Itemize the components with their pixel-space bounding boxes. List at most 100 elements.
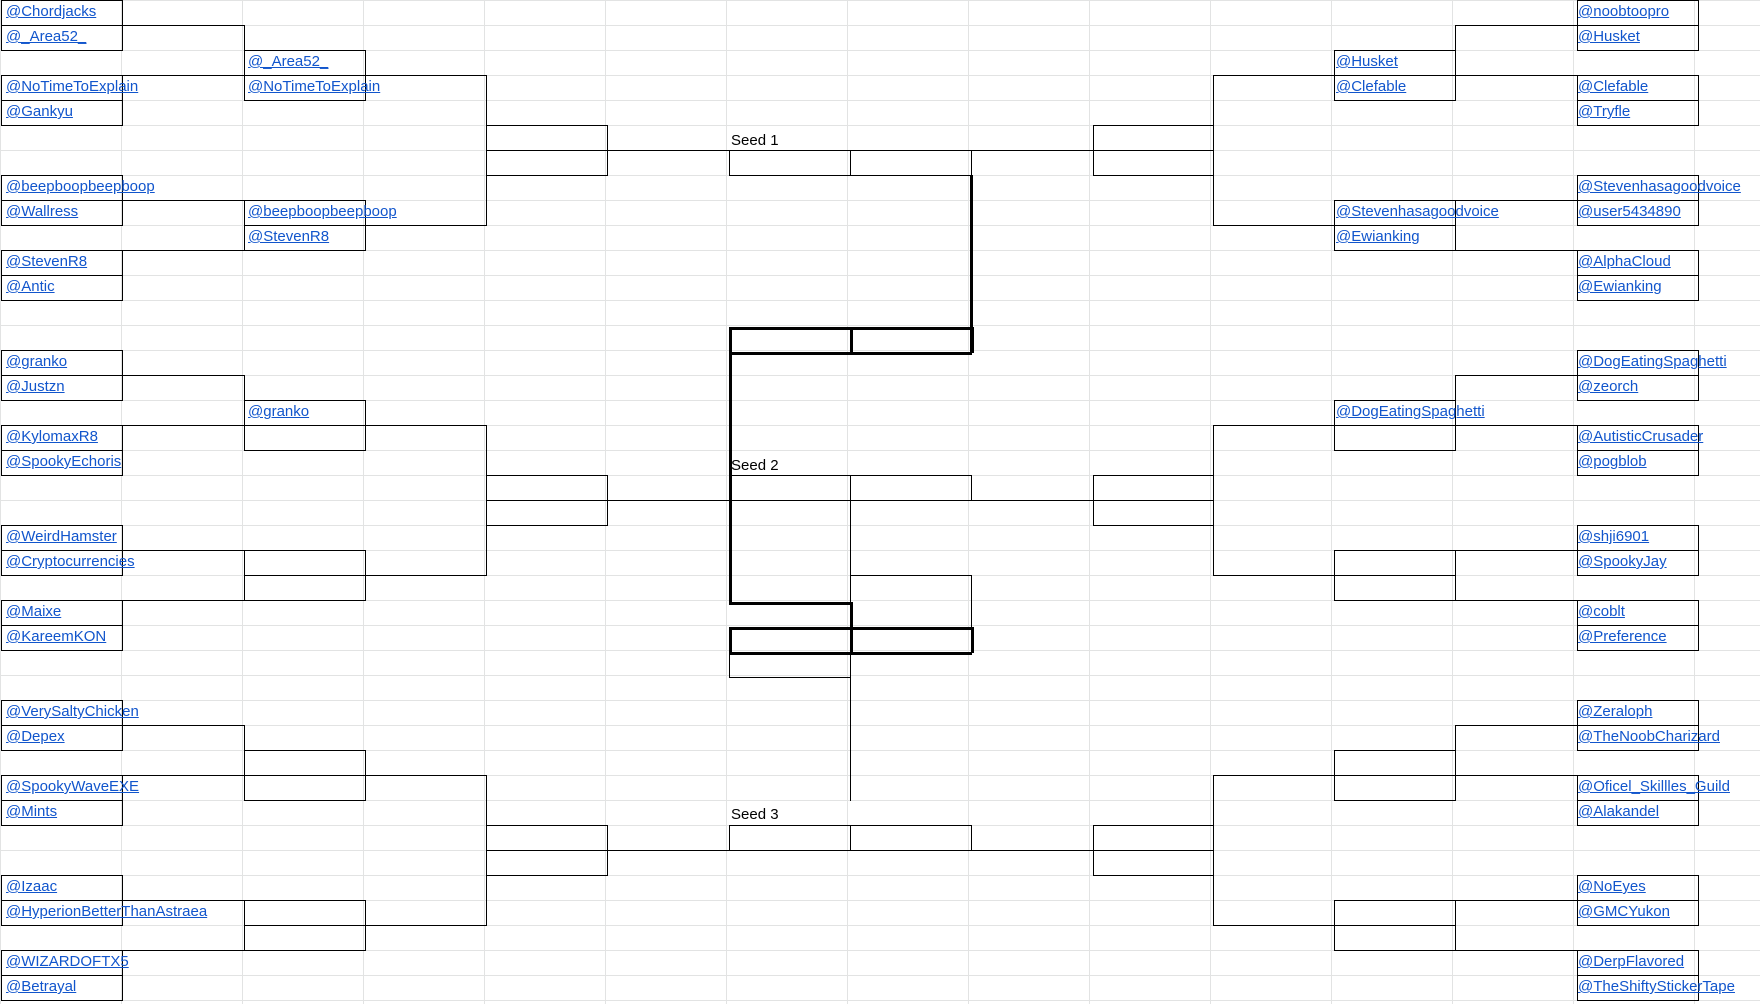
bracket-line (1, 450, 2, 476)
bracket-line (1334, 75, 1456, 76)
bracket-line (1698, 625, 1699, 651)
entrant-left-r2[interactable]: @beepboopbeepboop (248, 203, 397, 220)
entrant-right-r2[interactable]: @DogEatingSpaghetti (1336, 403, 1485, 420)
entrant-left-r1[interactable]: @beepboopbeepboop (6, 178, 155, 195)
bracket-line (365, 925, 487, 926)
bracket-line (1577, 275, 1578, 301)
entrant-left-r1[interactable]: @Mints (6, 803, 58, 820)
entrant-right-r1[interactable]: @zeorch (1578, 378, 1639, 395)
bracket-line (1698, 350, 1699, 376)
entrant-left-r2[interactable]: @NoTimeToExplain (248, 78, 381, 95)
entrant-left-r2[interactable]: @_Area52_ (248, 53, 329, 70)
bracket-line (1698, 450, 1699, 476)
bracket-line (1577, 525, 1578, 551)
entrant-left-r1[interactable]: @KareemKON (6, 628, 107, 645)
entrant-right-r1[interactable]: @Stevenhasagoodvoice (1578, 178, 1741, 195)
entrant-right-r1[interactable]: @Preference (1578, 628, 1667, 645)
bracket-line (486, 150, 608, 151)
bracket-line (729, 825, 851, 826)
bracket-line (122, 425, 123, 451)
bracket-line (1093, 850, 1214, 851)
bracket-line (1577, 450, 1699, 451)
bracket-line (122, 375, 123, 401)
entrant-right-r1[interactable]: @SpookyJay (1578, 553, 1667, 570)
entrant-right-r1[interactable]: @DogEatingSpaghetti (1578, 353, 1727, 370)
bracket-line (850, 850, 972, 851)
entrant-left-r1[interactable]: @Antic (6, 278, 55, 295)
entrant-right-r1[interactable]: @user5434890 (1578, 203, 1681, 220)
entrant-left-r1[interactable]: @Maixe (6, 603, 62, 620)
entrant-right-r1[interactable]: @GMCYukon (1578, 903, 1670, 920)
bracket-line (607, 150, 730, 151)
entrant-left-r1[interactable]: @StevenR8 (6, 253, 88, 270)
entrant-right-r2[interactable]: @Stevenhasagoodvoice (1336, 203, 1499, 220)
bracket-line (1, 200, 2, 226)
entrant-left-r1[interactable]: @granko (6, 353, 68, 370)
bracket-line (1, 0, 2, 26)
entrant-left-r1[interactable]: @HyperionBetterThanAstraea (6, 903, 208, 920)
entrant-left-r1[interactable]: @Depex (6, 728, 65, 745)
entrant-left-r1[interactable]: @WIZARDOFTX5 (6, 953, 129, 970)
entrant-right-r2[interactable]: @Ewianking (1336, 228, 1420, 245)
entrant-right-r2[interactable]: @Clefable (1336, 78, 1407, 95)
bracket-line (1, 900, 2, 926)
entrant-left-r1[interactable]: @Justzn (6, 378, 65, 395)
entrant-left-r1[interactable]: @VerySaltyChicken (6, 703, 139, 720)
entrant-left-r1[interactable]: @Izaac (6, 878, 58, 895)
bracket-line (1577, 550, 1578, 576)
bracket-line (1698, 775, 1699, 801)
entrant-left-r1[interactable]: @WeirdHamster (6, 528, 117, 545)
entrant-left-r1[interactable]: @_Area52_ (6, 28, 87, 45)
bracket-line (365, 225, 487, 226)
entrant-left-r1[interactable]: @SpookyWaveEXE (6, 778, 140, 795)
bracket-line (1577, 800, 1578, 826)
entrant-right-r1[interactable]: @Oficel_Skillles_Guild (1578, 778, 1730, 795)
entrant-left-r1[interactable]: @Cryptocurrencies (6, 553, 135, 570)
bracket-line (122, 200, 245, 201)
entrant-left-r1[interactable]: @SpookyEchoris (6, 453, 122, 470)
entrant-left-r1[interactable]: @Gankyu (6, 103, 73, 120)
bracket-line (122, 625, 123, 651)
bracket-line (1577, 575, 1699, 576)
bracket-line (486, 525, 608, 526)
entrant-right-r1[interactable]: @pogblob (1578, 453, 1647, 470)
entrant-right-r1[interactable]: @TheNoobCharizard (1578, 728, 1720, 745)
bracket-line (1577, 100, 1699, 101)
bracket-line (1577, 200, 1578, 226)
entrant-right-r1[interactable]: @Clefable (1578, 78, 1649, 95)
entrant-right-r1[interactable]: @Ewianking (1578, 278, 1662, 295)
entrant-left-r1[interactable]: @Wallress (6, 203, 79, 220)
entrant-right-r1[interactable]: @AlphaCloud (1578, 253, 1671, 270)
bracket-line (1455, 600, 1578, 601)
entrant-right-r1[interactable]: @noobtoopro (1578, 3, 1670, 20)
entrant-left-r1[interactable]: @KylomaxR8 (6, 428, 98, 445)
entrant-right-r1[interactable]: @Zeraloph (1578, 703, 1653, 720)
entrant-left-r1[interactable]: @Chordjacks (6, 3, 97, 20)
entrant-right-r1[interactable]: @Husket (1578, 28, 1640, 45)
bracket-line (850, 475, 851, 501)
bracket-line (850, 175, 972, 176)
bracket-line (1334, 750, 1456, 751)
entrant-left-r1[interactable]: @Betrayal (6, 978, 77, 995)
entrant-right-r1[interactable]: @TheShiftyStickerTape (1578, 978, 1735, 995)
entrant-right-r1[interactable]: @Tryfle (1578, 103, 1631, 120)
entrant-left-r1[interactable]: @NoTimeToExplain (6, 78, 139, 95)
entrant-left-r2[interactable]: @StevenR8 (248, 228, 330, 245)
bracket-line (1455, 250, 1578, 251)
entrant-right-r1[interactable]: @AutisticCrusader (1578, 428, 1704, 445)
bracket-line (1698, 550, 1699, 576)
entrant-right-r1[interactable]: @Alakandel (1578, 803, 1660, 820)
bracket-line (1577, 625, 1699, 626)
entrant-right-r1[interactable]: @coblt (1578, 603, 1625, 620)
bracket-line (1, 800, 123, 801)
bracket-line (365, 575, 487, 576)
bracket-line (729, 175, 851, 176)
entrant-left-r2[interactable]: @granko (248, 403, 310, 420)
bracket-line (486, 475, 608, 476)
entrant-right-r1[interactable]: @NoEyes (1578, 878, 1646, 895)
entrant-right-r1[interactable]: @DerpFlavored (1578, 953, 1685, 970)
bracket-line (244, 100, 366, 101)
entrant-right-r1[interactable]: @shji6901 (1578, 528, 1650, 545)
entrant-right-r2[interactable]: @Husket (1336, 53, 1398, 70)
